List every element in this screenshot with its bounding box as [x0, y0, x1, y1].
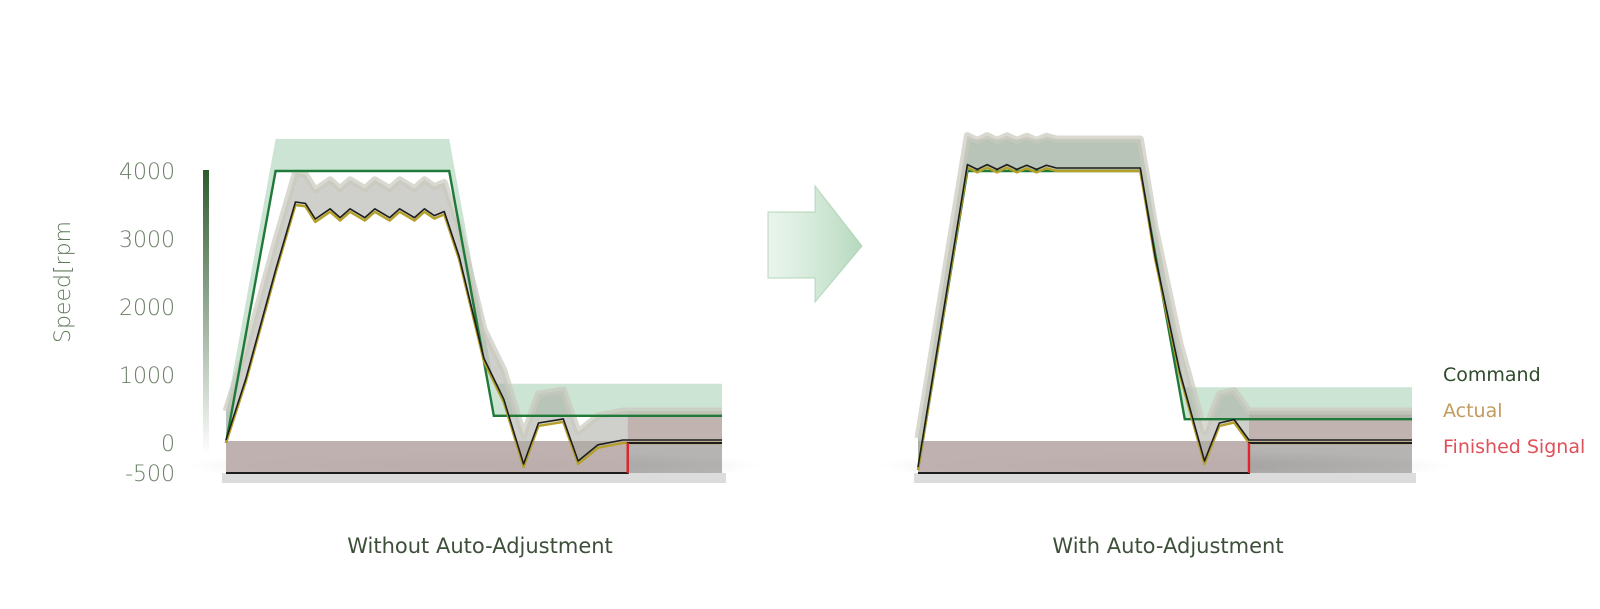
finished-signal-dark-band	[1248, 443, 1412, 473]
legend-finished-signal: Finished Signal	[1443, 436, 1585, 458]
y-tick-label: 4000	[119, 160, 175, 185]
actual-ribbon-edge	[914, 132, 1412, 439]
finished-signal-dark-band	[627, 443, 722, 473]
y-tick-label: 3000	[119, 228, 175, 253]
y-tick-label: 0	[161, 432, 175, 457]
base-plate	[914, 473, 1416, 483]
actual-ribbon-edge	[222, 169, 722, 439]
legend-command: Command	[1443, 364, 1541, 386]
arrow-right-icon	[767, 184, 863, 304]
y-axis-title: Speed[rpm	[51, 221, 76, 343]
series-command-line	[224, 169, 722, 444]
panel-with-auto-adjustment	[878, 132, 1452, 483]
legend: Command Actual Finished Signal	[1443, 364, 1585, 458]
panel-title-without: Without Auto-Adjustment	[347, 534, 613, 558]
y-tick-label: 2000	[119, 296, 175, 321]
legend-actual: Actual	[1443, 400, 1503, 422]
series-actual-line	[916, 166, 1412, 471]
series-actual-shadow-line	[225, 201, 722, 465]
panel-without-auto-adjustment	[186, 139, 762, 483]
base-plate	[222, 473, 726, 483]
y-axis: Speed[rpm 4000 3000 2000 1000 0 -500	[51, 160, 209, 487]
y-tick-label: 1000	[119, 364, 175, 389]
y-tick-label: -500	[125, 462, 175, 487]
finished-signal-slab-low	[226, 441, 628, 473]
series-actual-line	[224, 203, 722, 469]
panel-title-with: With Auto-Adjustment	[1052, 534, 1283, 558]
finished-signal-slab-low	[918, 441, 1249, 473]
series-actual-shadow-line	[917, 163, 1412, 468]
y-axis-bar	[203, 170, 209, 455]
